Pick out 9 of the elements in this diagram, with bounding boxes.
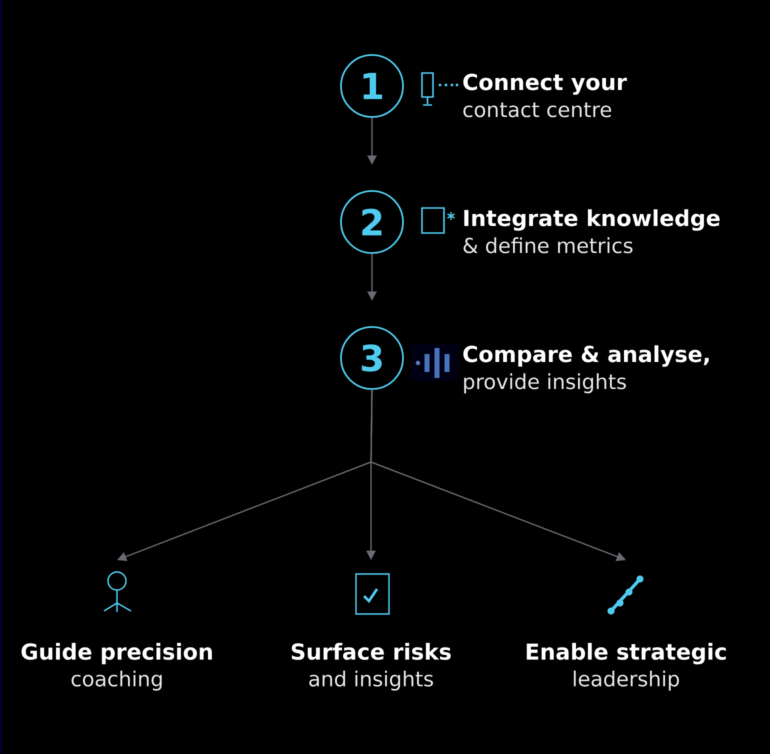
outcome-text: Enable strategic leadership	[526, 642, 726, 691]
step-title: Integrate knowledge	[464, 209, 720, 231]
step-title: Connect your	[463, 74, 627, 95]
outcome-text: Surface risks and insights	[292, 642, 451, 691]
step-description: contact centre	[463, 102, 612, 118]
step-description: provide insights	[464, 373, 626, 394]
outcome-text: Guide precision coaching	[22, 642, 212, 691]
step-description: & define metrics	[464, 237, 632, 254]
step-title: Compare & analyse,	[463, 345, 709, 367]
